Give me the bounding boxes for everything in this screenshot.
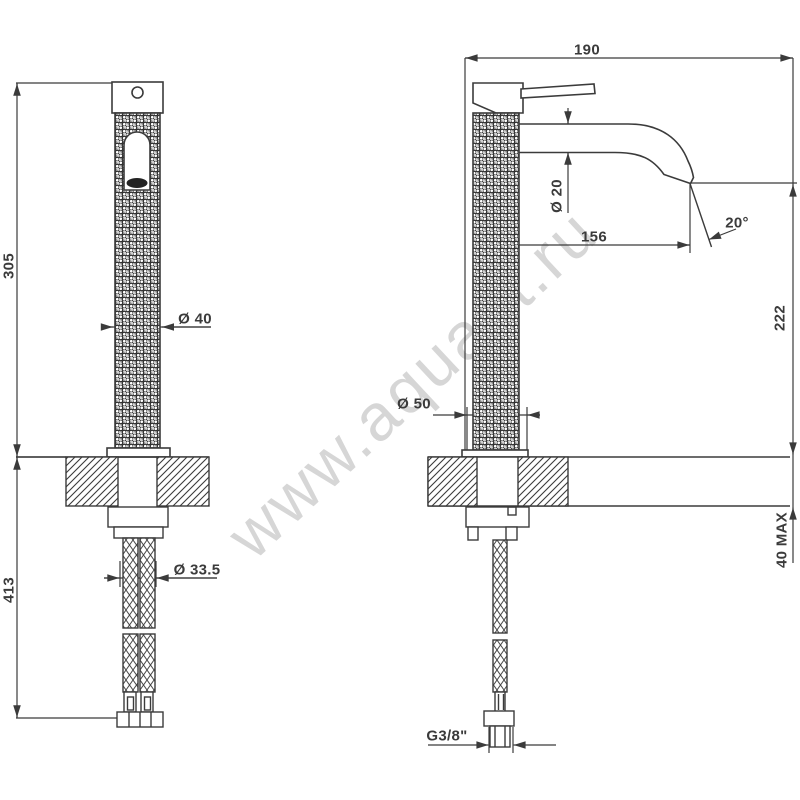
knurled-body-side bbox=[472, 112, 520, 451]
hose-sleeve-left-inner bbox=[126, 696, 135, 711]
side-dimension-lines bbox=[428, 54, 797, 753]
collar-tab-left bbox=[467, 526, 479, 541]
supply-hose-side-upper bbox=[492, 539, 508, 634]
threaded-stub bbox=[489, 725, 511, 748]
dim-spout-reach-label: 156 bbox=[581, 228, 607, 246]
mounting-collar-front bbox=[113, 526, 164, 539]
dim-deck-max-label: 40 MAX bbox=[773, 512, 791, 568]
dim-base-diameter-label: Ø 50 bbox=[397, 395, 431, 413]
dim-spout-diameter-label: Ø 20 bbox=[548, 179, 566, 213]
countertop-hatch-left bbox=[65, 456, 119, 507]
dim-depth-label: 190 bbox=[574, 41, 600, 59]
nut-detail bbox=[507, 506, 517, 516]
collar-tab-right bbox=[505, 526, 518, 541]
dim-hose-length-label: 413 bbox=[0, 577, 18, 603]
supply-hose-side-lower bbox=[492, 639, 508, 693]
spout-window bbox=[123, 131, 151, 191]
front-view bbox=[13, 81, 217, 728]
countertop-hatch-front bbox=[517, 456, 569, 507]
supply-hose-left-lower bbox=[122, 633, 139, 693]
hose-sleeve-right-inner bbox=[143, 696, 152, 711]
supply-hose-left-upper bbox=[122, 537, 139, 629]
side-faucet-body bbox=[461, 82, 695, 458]
supply-hose-right-upper bbox=[139, 537, 156, 629]
supply-hose-right-lower bbox=[139, 633, 156, 693]
front-countertop bbox=[16, 456, 210, 507]
dim-angle-label: 20° bbox=[725, 214, 749, 232]
dim-connection-label: G3/8" bbox=[426, 727, 468, 745]
water-angle-line bbox=[689, 183, 713, 248]
base-flange-front bbox=[106, 447, 171, 458]
side-underdeck bbox=[465, 506, 530, 748]
countertop-hatch-right bbox=[156, 456, 210, 507]
countertop-hatch-back bbox=[427, 456, 478, 507]
base-flange-side bbox=[461, 449, 529, 458]
aerator bbox=[126, 178, 148, 188]
spout bbox=[518, 123, 695, 185]
dim-height-label: 305 bbox=[0, 253, 18, 279]
front-faucet-body bbox=[106, 81, 171, 458]
dim-hose-diameter-label: Ø 33.5 bbox=[173, 561, 221, 579]
side-view bbox=[427, 54, 797, 753]
mounting-nut-side bbox=[465, 506, 530, 528]
front-underdeck bbox=[107, 506, 169, 728]
lever-handle bbox=[520, 83, 596, 99]
dim-body-diameter-label: Ø 40 bbox=[178, 310, 212, 328]
cap-hole bbox=[131, 86, 144, 99]
dim-spout-height-label: 222 bbox=[771, 305, 789, 331]
side-cap bbox=[472, 82, 524, 114]
side-countertop bbox=[427, 456, 790, 507]
connector-nut bbox=[483, 710, 515, 727]
mounting-nut-front bbox=[107, 506, 169, 528]
